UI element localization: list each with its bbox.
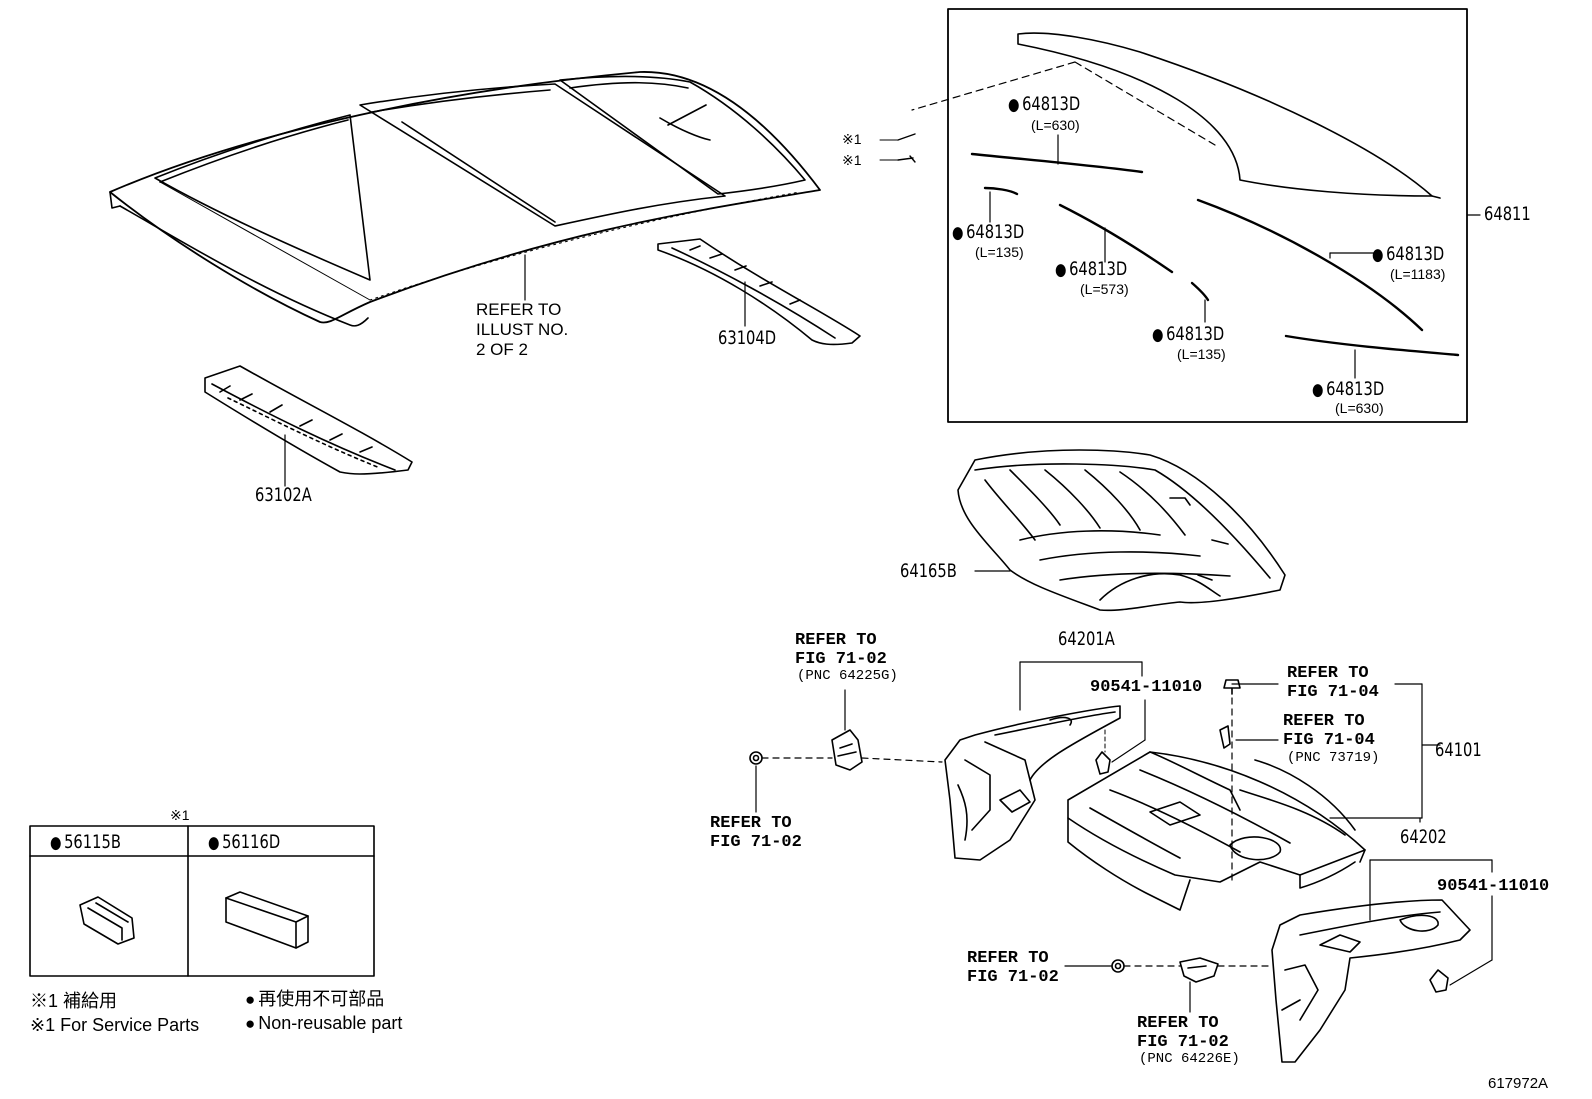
ref-pnc-64225g: (PNC 64225G) xyxy=(797,668,898,684)
part-64201a[interactable]: 64201A xyxy=(1058,628,1115,650)
right-clip-drawing xyxy=(1429,969,1449,993)
part-64813d-5[interactable]: 64813D xyxy=(1152,325,1224,344)
service-mark-1: ※1 xyxy=(842,131,862,147)
package-tray-panel-drawing xyxy=(1067,751,1366,911)
part-64811[interactable]: 64811 xyxy=(1484,203,1531,225)
ref-fig-71-02-c[interactable]: REFER TO FIG 71-02 xyxy=(967,949,1059,987)
part-64165b[interactable]: 64165B xyxy=(900,560,957,582)
part-64202[interactable]: 64202 xyxy=(1400,826,1447,848)
ref-fig-71-04-a[interactable]: REFER TO FIG 71-04 xyxy=(1287,664,1379,702)
legend-nonreuse-jp: 再使用不可部品 xyxy=(245,990,384,1008)
part-90541-11010-right[interactable]: 90541-11010 xyxy=(1437,877,1550,896)
part-64813d-1[interactable]: 64813D xyxy=(1008,95,1080,114)
service-parts-box xyxy=(29,825,375,977)
part-63102a[interactable]: 63102A xyxy=(255,484,312,506)
part-64813d-6[interactable]: 64813D xyxy=(1312,380,1384,399)
length-4: (L=1183) xyxy=(1390,266,1446,282)
left-clip-drawing xyxy=(1095,751,1111,775)
right-bracket-drawing xyxy=(1179,957,1219,983)
part-56116d[interactable]: 56116D xyxy=(208,833,280,852)
illustration-id: 617972A xyxy=(1488,1075,1549,1092)
ref-pnc-73719: (PNC 73719) xyxy=(1287,750,1380,766)
right-side-panel-drawing xyxy=(1271,899,1471,1063)
part-64813d-3[interactable]: 64813D xyxy=(1055,260,1127,279)
front-header-panel-drawing xyxy=(204,365,413,487)
length-3: (L=573) xyxy=(1080,281,1129,297)
ref-fig-71-04-b[interactable]: REFER TO FIG 71-04 xyxy=(1283,712,1375,750)
length-2: (L=135) xyxy=(975,244,1024,260)
screw-drawing xyxy=(1223,679,1241,695)
part-63104d[interactable]: 63104D xyxy=(718,327,777,349)
package-tray-silencer-drawing xyxy=(957,449,1286,612)
length-6: (L=630) xyxy=(1335,400,1384,416)
service-mark-2: ※1 xyxy=(842,152,862,168)
roof-refer-note: REFER TO ILLUST NO. 2 OF 2 xyxy=(476,300,569,359)
left-side-panel-drawing xyxy=(944,705,1121,861)
molding-strips xyxy=(970,152,1460,357)
part-64101[interactable]: 64101 xyxy=(1435,739,1482,761)
ref-fig-71-02-d[interactable]: REFER TO FIG 71-02 xyxy=(1137,1014,1229,1052)
part-56115b[interactable]: 56115B xyxy=(50,833,121,852)
service-box-mark: ※1 xyxy=(170,807,190,823)
length-1: (L=630) xyxy=(1031,117,1080,133)
ref-fig-71-02-b[interactable]: REFER TO FIG 71-02 xyxy=(710,814,802,852)
length-5: (L=135) xyxy=(1177,346,1226,362)
ref-pnc-64226e: (PNC 64226E) xyxy=(1139,1051,1240,1067)
clip-56116d-drawing xyxy=(225,891,309,949)
clip-56115b-drawing xyxy=(79,896,135,945)
rear-header-panel-drawing xyxy=(657,238,861,346)
left-bracket-drawing xyxy=(831,729,863,771)
back-window-glass-drawing xyxy=(1017,32,1441,199)
legend-service-en: ※1 For Service Parts xyxy=(30,1015,200,1035)
roof-panel-drawing xyxy=(109,71,821,327)
ref-fig-71-02-a[interactable]: REFER TO FIG 71-02 xyxy=(795,631,887,669)
part-64813d-2[interactable]: 64813D xyxy=(952,223,1024,242)
legend-nonreuse-en: Non-reusable part xyxy=(245,1014,402,1032)
part-64813d-4[interactable]: 64813D xyxy=(1372,245,1444,264)
part-90541-11010-left[interactable]: 90541-11010 xyxy=(1090,678,1203,697)
service-dashed-lines xyxy=(911,61,1216,146)
legend-service-jp: ※1 補給用 xyxy=(30,991,118,1011)
